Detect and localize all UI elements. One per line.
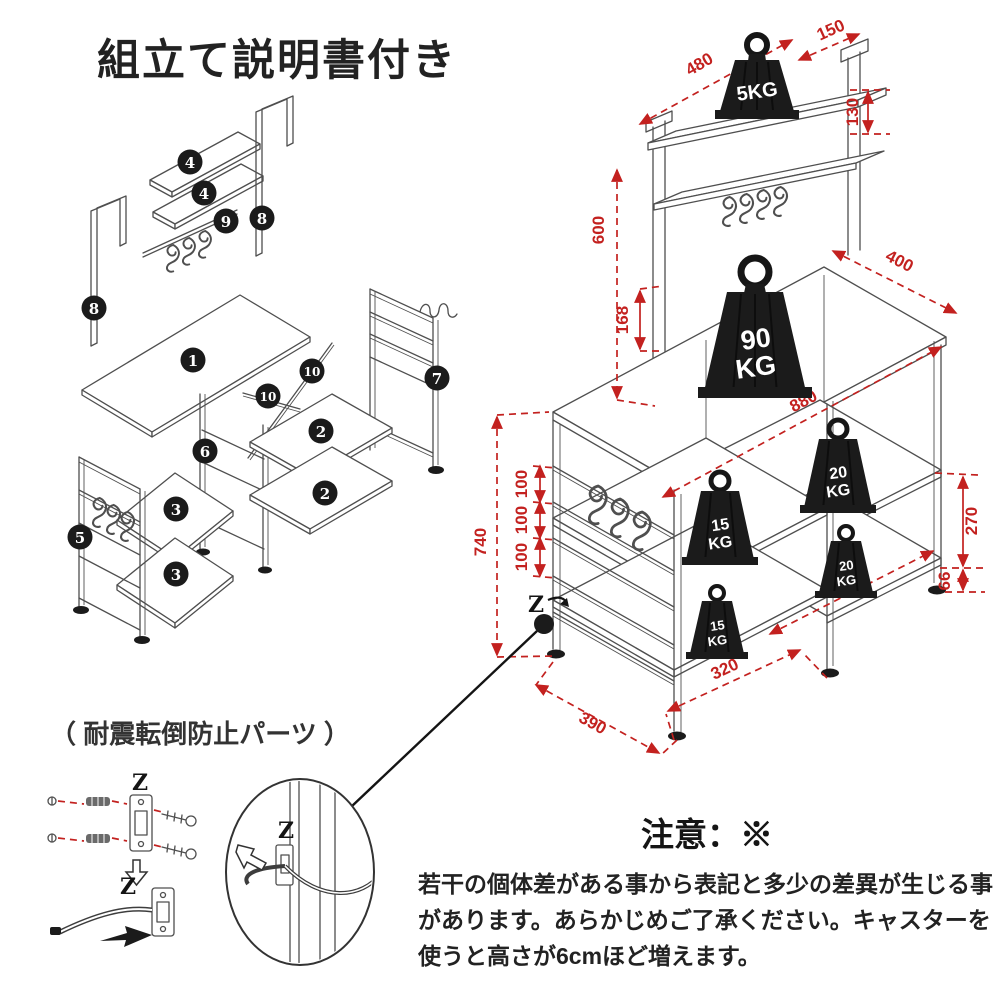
svg-text:20: 20 [838,557,854,574]
spring-squiggle [419,303,458,318]
dim-390: 390 [576,708,610,738]
svg-text:KG: KG [707,533,733,553]
weight-5kg: 5KG [715,32,799,119]
svg-text:10: 10 [260,390,277,404]
strap-diagram: Z [50,874,175,947]
weight-15kg-lower: 15 KG [686,584,748,659]
svg-text:8: 8 [89,300,99,318]
svg-text:6: 6 [200,443,210,461]
part-badge-4b: 4 [191,180,217,206]
part-badge-9: 9 [213,208,239,234]
dim-130: 130 [843,98,862,126]
magnified-detail: Z [225,778,375,966]
weight-20kg-lower: 20 KG [815,524,877,598]
screw-icon [161,810,197,860]
bracket-plate-icon [129,794,153,852]
svg-text:9: 9 [221,213,231,231]
svg-text:KG: KG [734,349,778,384]
svg-text:4: 4 [199,185,209,203]
dim-100b: 100 [512,506,531,534]
dim-100a: 100 [512,470,531,498]
part-badge-4a: 4 [177,149,203,175]
svg-text:3: 3 [171,501,181,519]
part-badge-6: 6 [192,438,218,464]
weight-20kg-upper: 20 KG [800,417,876,513]
svg-text:10: 10 [304,365,321,379]
svg-text:KG: KG [707,632,728,650]
svg-text:Z: Z [120,874,136,900]
svg-text:Z: Z [278,818,294,844]
svg-text:Z: Z [528,592,544,618]
wall-anchor-icon [86,797,110,843]
dim-66: 66 [935,572,954,591]
notice-line-2: があります。あらかじめご了承ください。キャスターを [418,907,991,933]
dim-150: 150 [814,16,848,45]
dim-480-top: 480 [682,49,716,80]
part-badge-8a: 8 [81,295,107,321]
page-title: 組立て説明書付き [97,37,457,85]
part-badge-8b: 8 [249,205,275,231]
dim-168: 168 [613,306,632,334]
svg-text:8: 8 [257,210,267,228]
dim-600: 600 [589,216,608,244]
part-frame-6 [196,393,272,574]
anti-tip-diagrams: Z Z [47,770,375,966]
part-badge-3b: 3 [163,561,189,587]
part-badge-2a: 2 [308,418,334,444]
part-frame-5 [73,456,150,644]
part-badge-2b: 2 [312,480,338,506]
part-badge-1: 1 [180,347,206,373]
dim-270: 270 [962,507,981,535]
part-badge-3a: 3 [163,496,189,522]
svg-text:KG: KG [836,572,857,590]
svg-text:1: 1 [188,352,198,370]
part-badge-10b: 10 [255,383,281,409]
dim-740: 740 [471,528,490,556]
dim-100c: 100 [512,543,531,571]
notice-block: 注意：※ 若干の個体差がある事から表記と多少の差異が生じる事 があります。あらか… [418,808,996,974]
svg-text:4: 4 [185,154,195,172]
notice-line-3: 使うと高さが6cmほど増えます。 [418,943,761,969]
wall-bracket-diagram: Z [47,770,197,887]
notice-line-1: 若干の個体差がある事から表記と多少の差異が生じる事 [418,871,993,897]
svg-text:5: 5 [75,529,85,547]
part-post-8-right [255,95,294,257]
notice-heading: 注意：※ [641,816,773,853]
svg-text:20: 20 [828,464,848,483]
svg-text:90: 90 [739,322,773,356]
down-arrow-icon [124,859,149,887]
weight-90kg: 90 KG [698,254,812,398]
part-badge-7: 7 [424,365,450,391]
svg-text:7: 7 [432,370,442,388]
weight-15kg-upper: 15 KG [682,469,758,565]
assembled-view: 480 150 130 600 168 400 880 [350,16,985,808]
z-marker: Z [350,592,569,808]
dim-400: 400 [883,246,917,276]
part-frame-7 [369,288,458,474]
svg-text:Z: Z [132,770,148,796]
part-badge-5: 5 [67,524,93,550]
push-arrow-icon [100,926,152,947]
svg-text:KG: KG [825,481,851,501]
svg-text:2: 2 [320,485,330,503]
svg-text:3: 3 [171,566,181,584]
svg-text:15: 15 [710,516,730,535]
exploded-view: 1 2 2 3 3 4 4 5 6 7 8 8 9 10 10 [67,95,458,644]
part-badge-10a: 10 [299,358,325,384]
part-shelf-4a [149,131,261,198]
svg-text:2: 2 [316,423,326,441]
svg-text:15: 15 [709,617,725,634]
anti-tip-caption: （ 耐震転倒防止パーツ ） [50,719,350,749]
part-post-8-left [90,195,127,347]
tower-ladder [552,465,675,686]
